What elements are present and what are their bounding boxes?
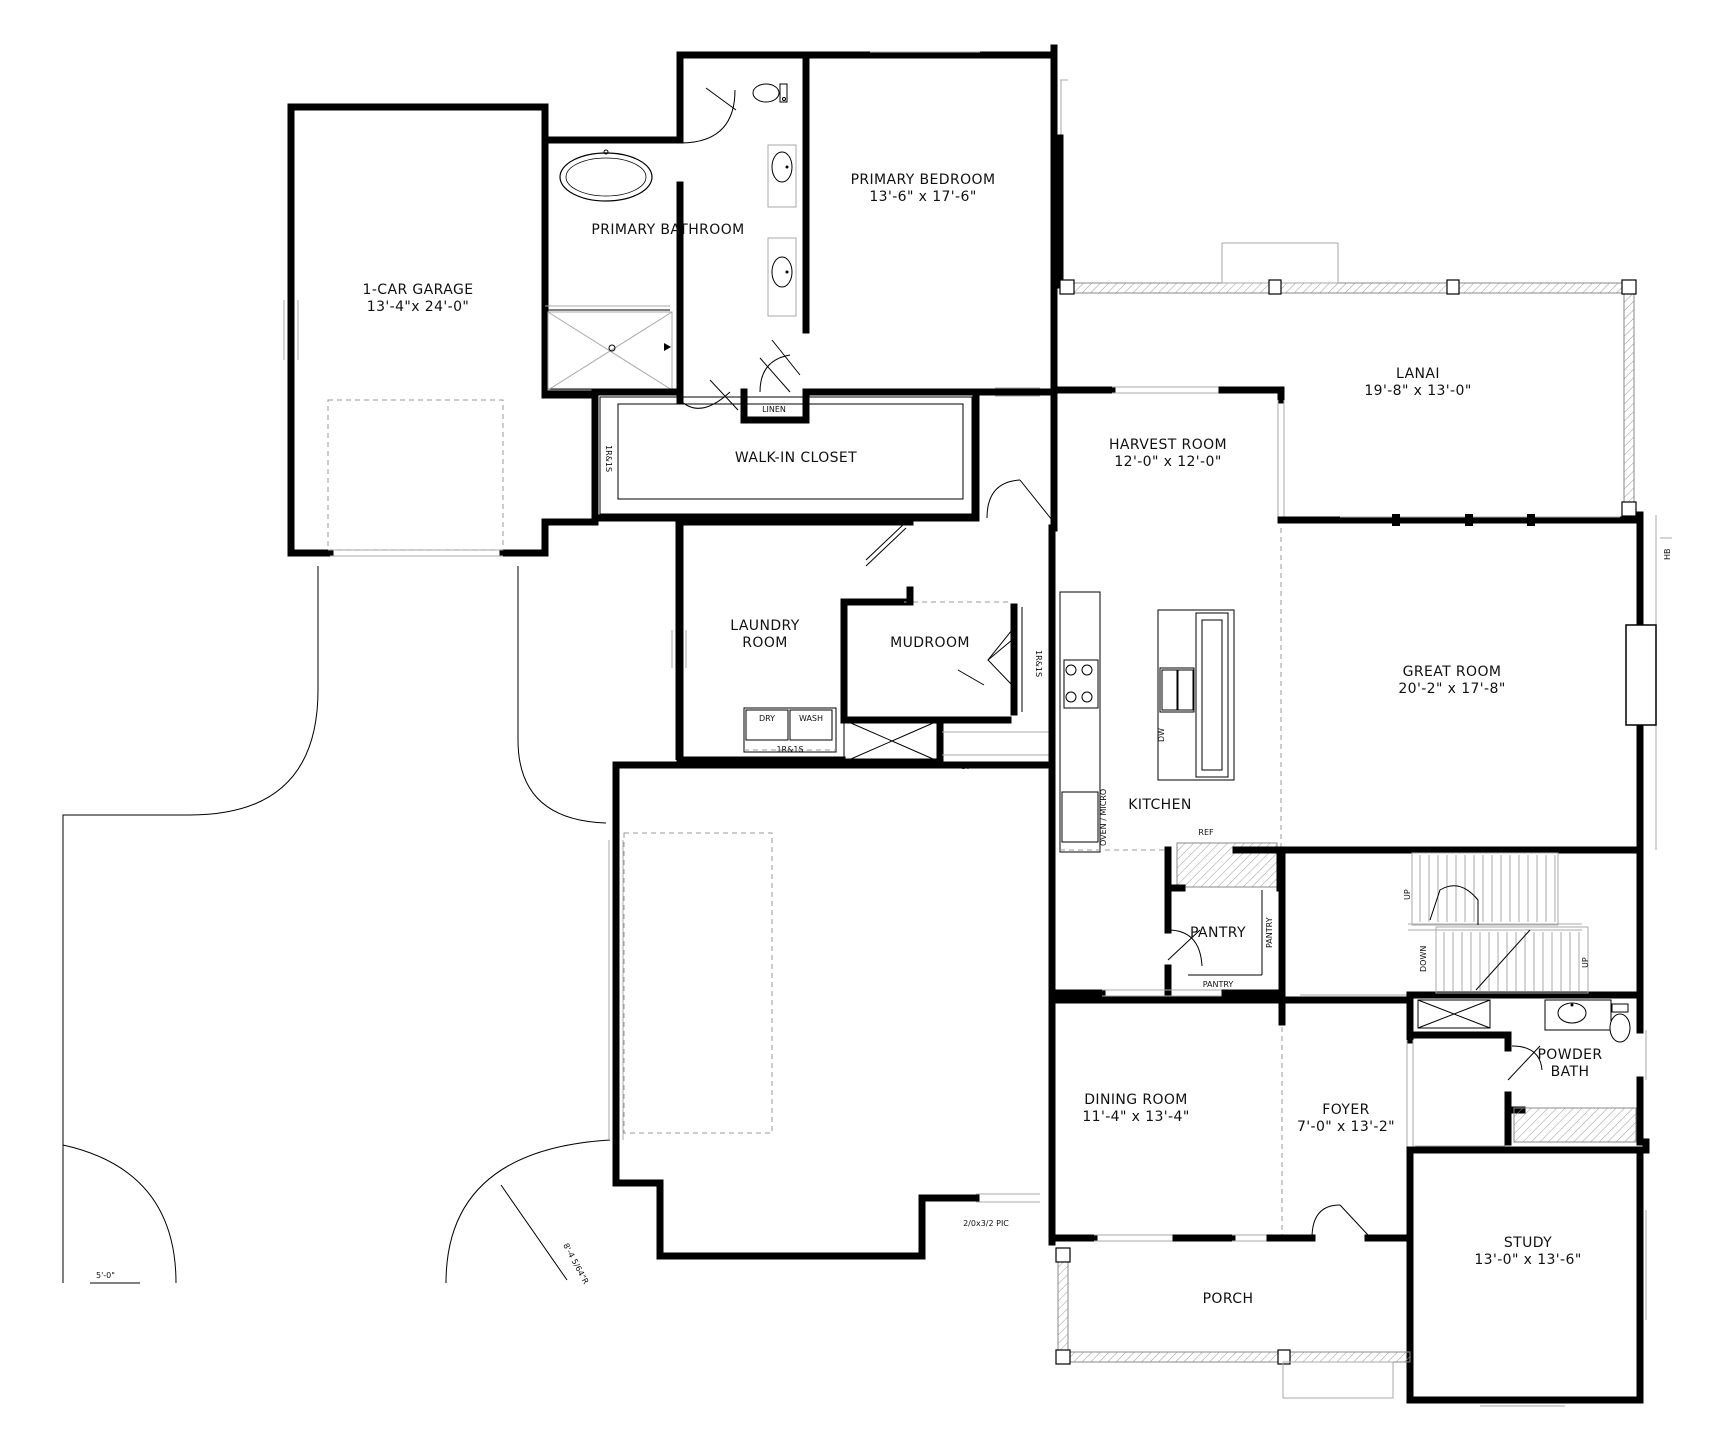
hose-bib-label: HB (1663, 548, 1672, 560)
lanai (1059, 242, 1637, 517)
powder-bath-walls (1411, 991, 1647, 1146)
walk-in-closet-walls (591, 387, 1058, 522)
pic-window-label: 2/0x3/2 PIC (963, 1219, 1009, 1228)
radius-label: 8'-4 5/64"R (561, 1242, 590, 1286)
foyer-dims: 7'-0" x 13'-2" (1297, 1119, 1395, 1135)
oven-label: OVEN / MICRO (1099, 789, 1108, 846)
porch-label: PORCH (1203, 1291, 1254, 1307)
primary-bedroom-walls (802, 44, 1068, 392)
primary-bathroom-label: PRIMARY BATHROOM (591, 222, 744, 238)
laundry-shelf-label: 1R&1S (776, 745, 803, 754)
great-room-label: GREAT ROOM (1403, 664, 1502, 680)
powder-bath-label-2: BATH (1551, 1064, 1590, 1080)
driveway-lines (62, 519, 677, 1284)
vanity-icons (767, 144, 797, 317)
mudroom-label: MUDROOM (890, 635, 970, 651)
foyer-walls (1278, 991, 1414, 1246)
dining-room-label: DINING ROOM (1084, 1092, 1188, 1108)
mudroom-rs-label: 1R&1S (1034, 650, 1043, 677)
dryer-label: DRY (759, 714, 775, 723)
stair-up-right-label: UP (1581, 957, 1590, 968)
lanai-label: LANAI (1396, 366, 1440, 382)
pantry-side-label: PANTRY (1265, 917, 1274, 948)
mudroom-walls (838, 586, 1052, 766)
door-swing (986, 479, 1053, 521)
linen-closet (679, 339, 810, 424)
primary-bedroom-dims: 13'-6" x 17'-6" (869, 189, 976, 205)
foyer-label: FOYER (1322, 1102, 1369, 1118)
laundry-label-1: LAUNDRY (730, 618, 799, 634)
dim-5ft-label: 5'-0" (96, 1271, 115, 1280)
harvest-room-label: HARVEST ROOM (1109, 437, 1227, 453)
primary-bedroom-label: PRIMARY BEDROOM (851, 172, 996, 188)
study-label: STUDY (1504, 1235, 1552, 1251)
washer-label: WASH (799, 714, 823, 723)
linen-label: LINEN (762, 405, 786, 414)
walk-in-closet-label: WALK-IN CLOSET (735, 450, 857, 466)
dishwasher-label: DW (1157, 728, 1166, 742)
dining-room-walls (1048, 994, 1286, 1246)
porch (1055, 1238, 1414, 1399)
ref-label: REF (1198, 828, 1214, 837)
large-garage-walls (608, 761, 1056, 1260)
pantry-bottom-label: PANTRY (1203, 980, 1234, 989)
study-dims: 13'-0" x 13'-6" (1474, 1252, 1581, 1268)
harvest-room-dims: 12'-0" x 12'-0" (1114, 454, 1221, 470)
staircase (1278, 846, 1644, 1004)
powder-bath-label-1: POWDER (1537, 1047, 1602, 1063)
laundry-label-2: ROOM (742, 635, 787, 651)
study-walls (1406, 1138, 1650, 1407)
stair-up-left-label: UP (1403, 889, 1412, 900)
closet-rs-label: 1R&1S (604, 445, 613, 472)
pantry-label: PANTRY (1190, 925, 1246, 941)
great-room-dims: 20'-2" x 17'-8" (1398, 681, 1505, 697)
lanai-dims: 19'-8" x 13'-0" (1364, 383, 1471, 399)
toilet-icon (752, 83, 788, 103)
dining-room-dims: 11'-4" x 13'-4" (1082, 1109, 1189, 1125)
garage-label: 1-CAR GARAGE (363, 282, 474, 298)
garage-dims: 13'-4"x 24'-0" (367, 299, 469, 315)
kitchen-label: KITCHEN (1128, 797, 1191, 813)
laundry-room-walls (671, 518, 914, 764)
stair-down-label: DOWN (1419, 946, 1428, 972)
